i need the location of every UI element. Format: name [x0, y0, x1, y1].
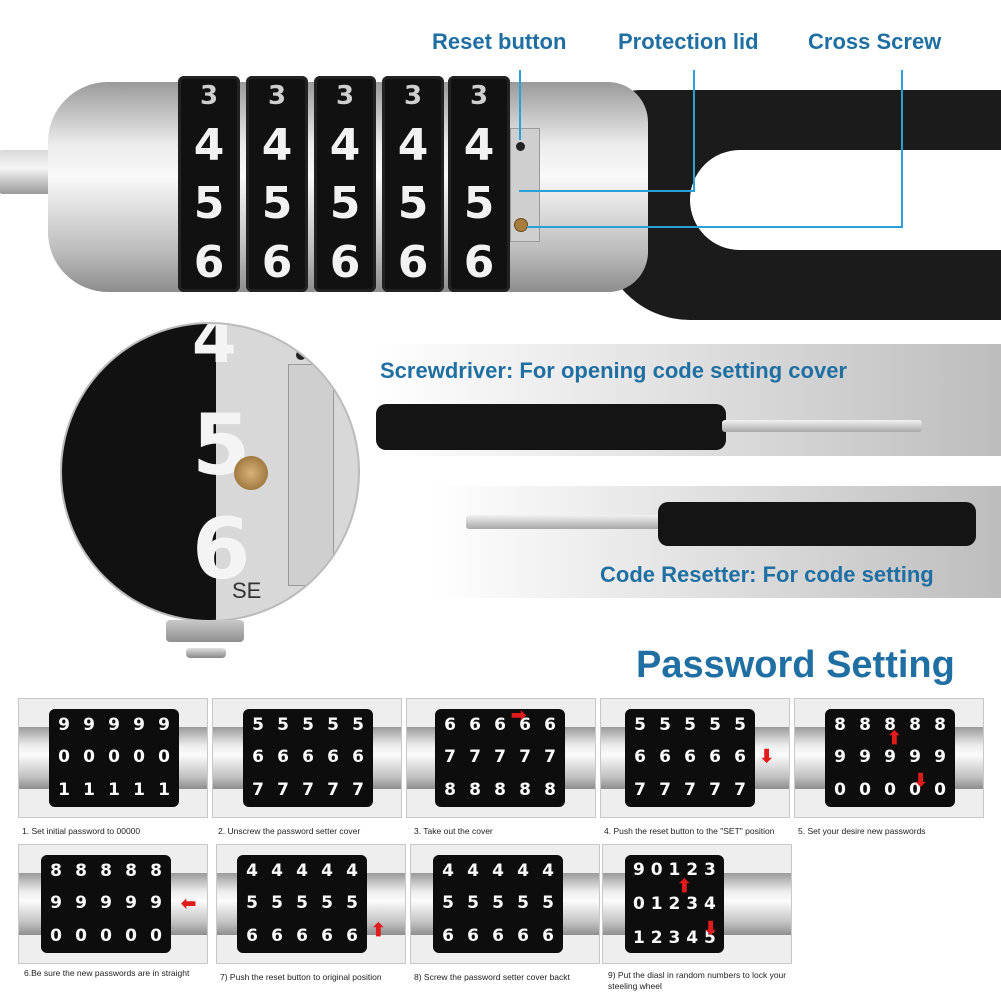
step-2-caption: 2. Unscrew the password setter cover [218, 826, 361, 836]
red-arrow-down-icon: ➡ [757, 747, 778, 764]
cross-screw-icon [514, 218, 528, 232]
lid-callout-line-h [519, 190, 695, 192]
step-5-caption: 5. Set your desire new passwords [798, 826, 926, 836]
screwdriver-label: Screwdriver: For opening code setting co… [380, 358, 847, 383]
reset-callout-line [519, 70, 521, 140]
screw-part-icon [186, 648, 226, 658]
red-arrow-up-icon: ➡ [674, 877, 695, 894]
red-arrow-up-icon: ➡ [368, 921, 389, 938]
zoom-digit-4: 4 [192, 322, 237, 378]
resetter-shaft [466, 515, 666, 529]
lid-part-icon [166, 620, 244, 642]
screwdriver-shaft [722, 420, 922, 432]
lid-callout-line-v [693, 70, 695, 192]
screwdriver-grip [376, 404, 726, 450]
step-lock: 9 0 1 2 3 0 1 2 3 4 1 2 3 4 5 [625, 855, 724, 953]
cross-screw-label: Cross Screw [808, 29, 942, 54]
step-6-caption: 6.Be sure the new passwords are in strai… [24, 968, 190, 978]
zoom-detail: 4 5 6 SE [60, 322, 360, 622]
step-9-image: 9 0 1 2 3 0 1 2 3 4 1 2 3 4 5 ➡ ➡ [602, 844, 792, 964]
red-arrow-up-icon: ➡ [884, 729, 905, 746]
step-3-caption: 3. Take out the cover [414, 826, 493, 836]
red-arrow-down-icon: ➡ [701, 919, 722, 936]
red-arrow-right-icon: ➡ [511, 705, 527, 725]
reset-button-label: Reset button [432, 29, 567, 54]
password-setting-title: Password Setting [636, 644, 955, 686]
red-arrow-left-icon: ➡ [181, 894, 197, 914]
zoom-set-text: SE [232, 578, 262, 603]
step-1-caption: 1. Set initial password to 00000 [22, 826, 141, 836]
screw-callout-line-h [527, 226, 903, 228]
screw-callout-line-v [901, 70, 903, 228]
zoom-digit-6: 6 [192, 500, 251, 598]
resetter-label: Code Resetter: For code setting [600, 562, 934, 587]
zoom-reset-hole [296, 350, 306, 360]
zoom-lid [288, 364, 334, 586]
resetter-grip [658, 502, 976, 546]
handle-opening [690, 150, 1001, 250]
step-8-caption: 8) Screw the password setter cover backt [414, 972, 570, 982]
step-4-caption: 4. Push the reset button to the "SET" po… [604, 826, 775, 836]
zoom-screw-icon [234, 456, 268, 490]
step-7-caption: 7) Push the reset button to original pos… [220, 972, 382, 982]
step-9-caption: 9) Put the diasl in random numbers to lo… [608, 970, 787, 991]
reset-button-hole [516, 142, 525, 151]
protection-lid-label: Protection lid [618, 29, 759, 54]
red-arrow-down-icon: ➡ [911, 771, 932, 788]
